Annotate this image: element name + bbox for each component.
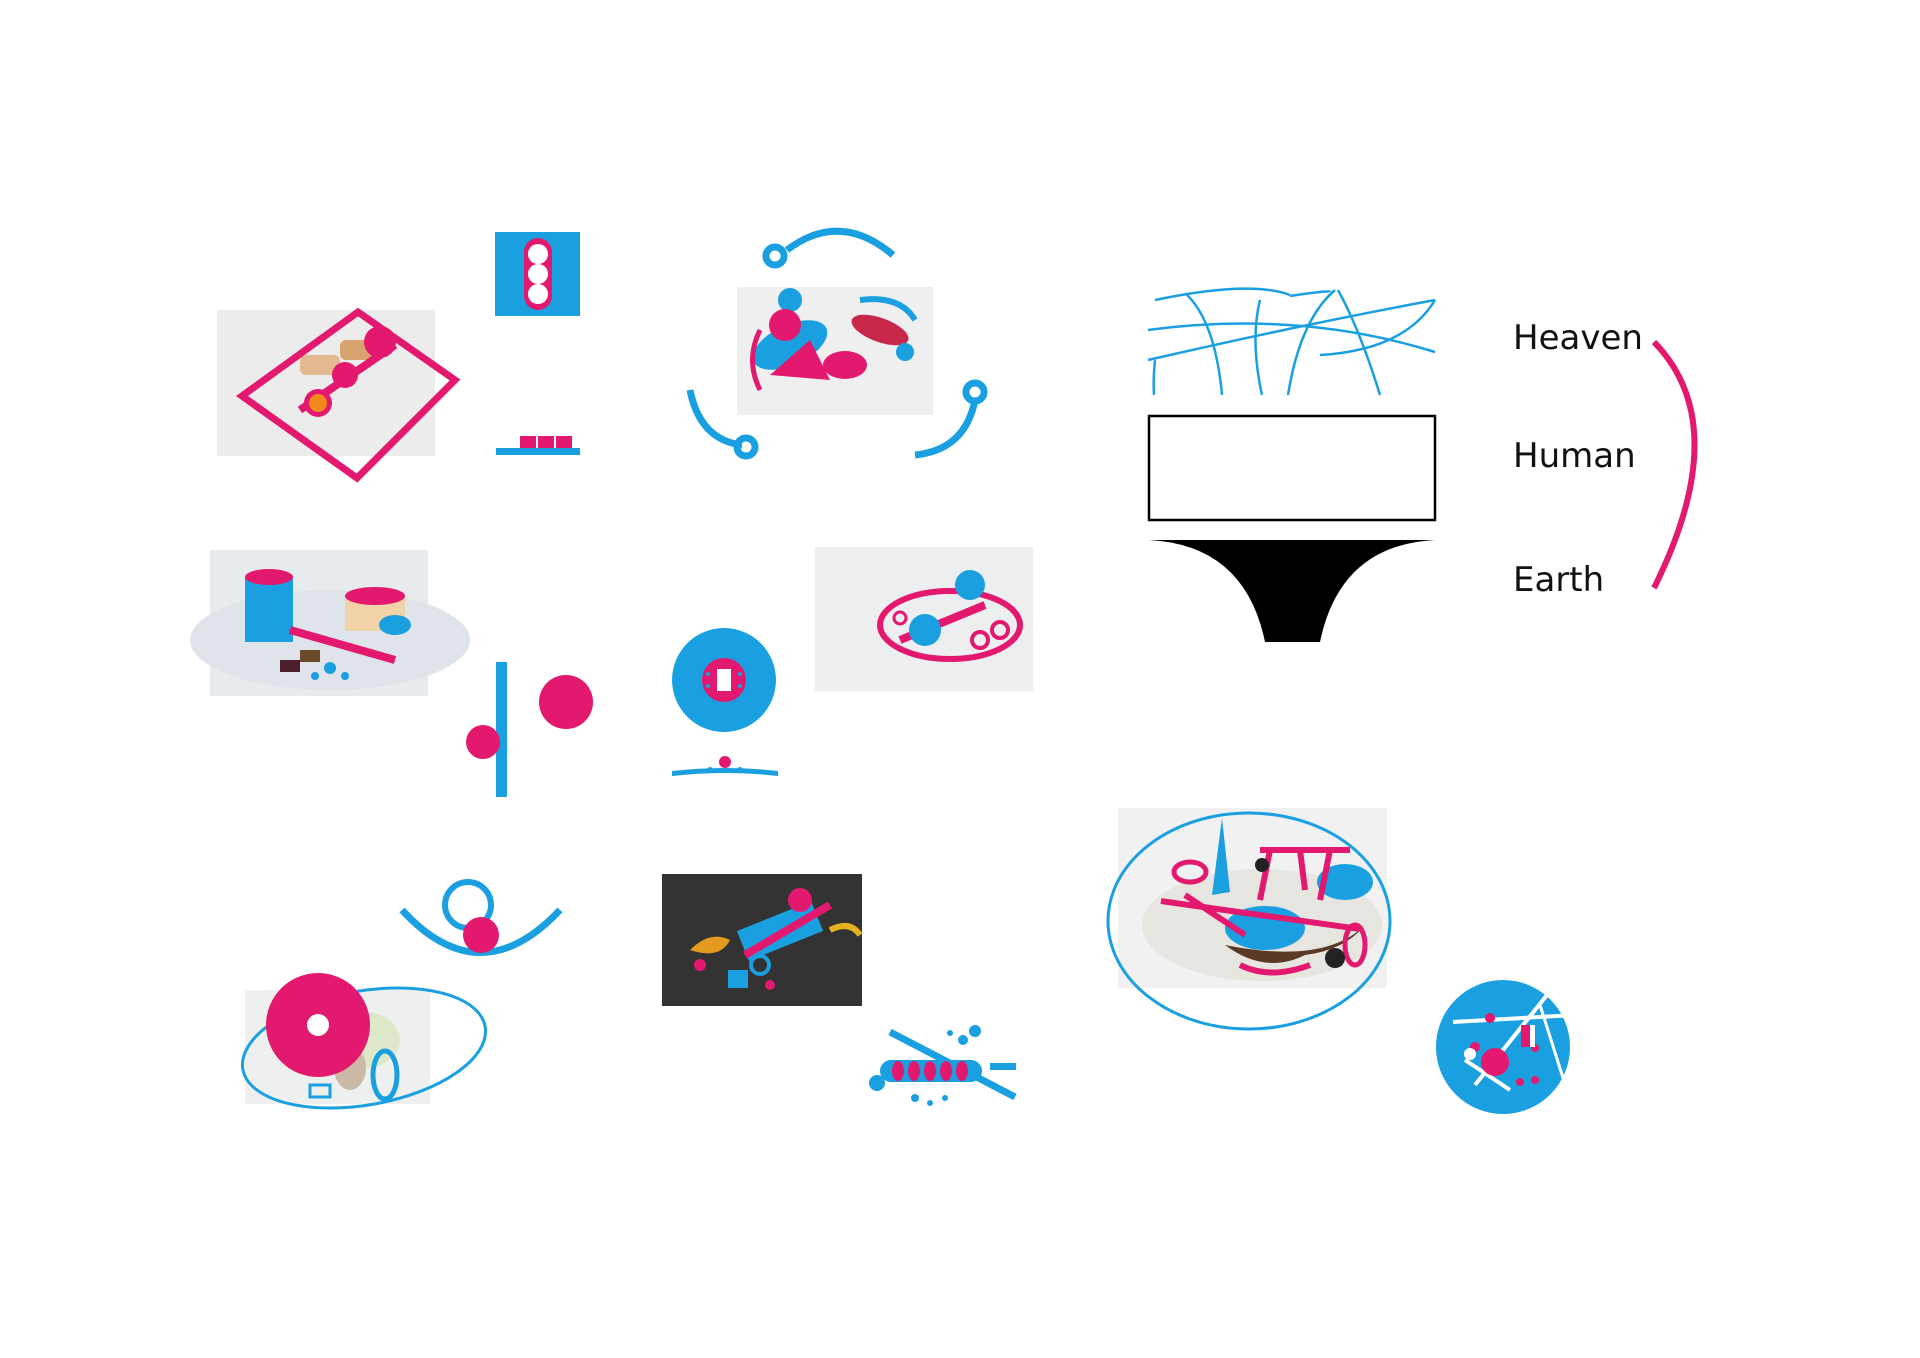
ball-on-base-icon bbox=[672, 756, 778, 776]
dish-photo-7 bbox=[1118, 808, 1387, 988]
dish-photo-2 bbox=[737, 287, 933, 415]
dish-photo-4 bbox=[815, 547, 1033, 691]
bar-two-circles-icon bbox=[466, 662, 593, 797]
ring-target-icon bbox=[672, 628, 776, 732]
human-box bbox=[1147, 414, 1437, 522]
dish-photo-5 bbox=[662, 874, 863, 1006]
dish-photo-6 bbox=[240, 973, 488, 1110]
blue-disc-network-icon bbox=[1436, 980, 1576, 1114]
dish-photo-1 bbox=[217, 307, 461, 483]
earth-shape bbox=[1149, 540, 1435, 642]
ring-in-bowl-icon bbox=[399, 879, 563, 956]
plate-oval-outline bbox=[1106, 811, 1392, 1031]
heaven-lines bbox=[1147, 287, 1437, 396]
bracket-arc bbox=[1651, 339, 1698, 590]
three-blocks-base-icon bbox=[496, 436, 580, 455]
label-earth: Earth bbox=[1513, 560, 1605, 600]
orbit-arcs bbox=[686, 227, 988, 460]
skewer-beads-icon bbox=[869, 1025, 1017, 1106]
dish-photo-3 bbox=[190, 550, 470, 696]
triple-circle-square-icon bbox=[495, 232, 580, 316]
label-heaven: Heaven bbox=[1513, 318, 1643, 358]
label-human: Human bbox=[1513, 436, 1636, 476]
